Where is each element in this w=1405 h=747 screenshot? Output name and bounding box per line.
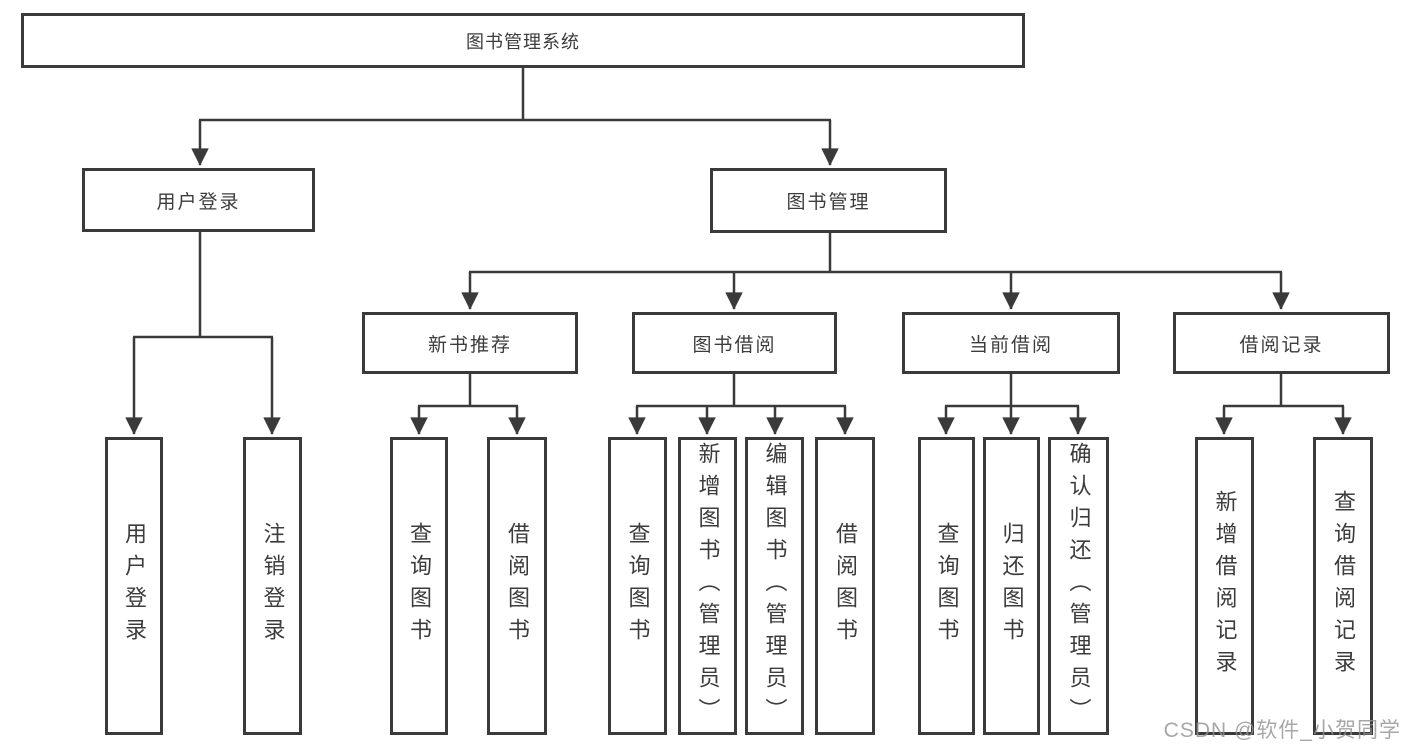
leaf-query-borrow-record: 查询借阅记录 <box>1313 437 1373 735</box>
leaf-user-login: 用户登录 <box>105 437 163 735</box>
node-label: 注销登录 <box>260 522 286 650</box>
leaf-edit-book-admin: 编辑图书（管理员） <box>745 437 804 735</box>
leaf-confirm-return-admin: 确认归还（管理员） <box>1048 437 1109 735</box>
node-new-book-recommendation: 新书推荐 <box>362 312 578 374</box>
node-label: 归还图书 <box>999 522 1025 650</box>
node-label: 查询图书 <box>407 522 432 650</box>
node-label: 用户登录 <box>156 191 241 213</box>
watermark: CSDN @软件_小贺同学 <box>1163 719 1401 742</box>
node-label: 借阅记录 <box>1239 334 1324 356</box>
node-current-borrowing: 当前借阅 <box>902 312 1120 374</box>
leaf-borrow-books-recommend: 借阅图书 <box>487 437 547 735</box>
node-book-management: 图书管理 <box>710 168 947 233</box>
leaf-query-books-current: 查询图书 <box>918 437 975 735</box>
leaf-borrow-books-borrowing: 借阅图书 <box>815 437 875 735</box>
node-book-borrowing: 图书借阅 <box>632 312 837 374</box>
node-label: 图书借阅 <box>692 334 777 356</box>
node-label: 借阅图书 <box>833 522 858 650</box>
node-label: 编辑图书（管理员） <box>762 442 788 730</box>
node-label: 查询图书 <box>625 522 651 650</box>
node-label: 确认归还（管理员） <box>1066 442 1092 730</box>
node-label: 图书管理 <box>786 192 871 213</box>
node-label: 用户登录 <box>122 522 147 650</box>
leaf-query-books-recommend: 查询图书 <box>390 437 448 735</box>
node-label: 新增借阅记录 <box>1212 490 1238 682</box>
node-label: 图书管理系统 <box>466 31 580 52</box>
node-label: 新增图书（管理员） <box>695 442 721 730</box>
node-label: 查询借阅记录 <box>1331 490 1356 682</box>
node-label: 借阅图书 <box>505 522 530 650</box>
leaf-add-borrow-record: 新增借阅记录 <box>1195 437 1254 735</box>
leaf-logout: 注销登录 <box>243 437 302 735</box>
leaf-add-book-admin: 新增图书（管理员） <box>678 437 737 735</box>
node-library-management-system: 图书管理系统 <box>21 13 1025 68</box>
node-borrowing-records: 借阅记录 <box>1173 312 1390 374</box>
node-user-login: 用户登录 <box>82 168 315 232</box>
leaf-return-books: 归还图书 <box>983 437 1040 735</box>
node-label: 当前借阅 <box>968 334 1053 356</box>
leaf-query-books-borrowing: 查询图书 <box>608 437 667 735</box>
node-label: 新书推荐 <box>427 334 512 356</box>
node-label: 查询图书 <box>934 522 960 650</box>
